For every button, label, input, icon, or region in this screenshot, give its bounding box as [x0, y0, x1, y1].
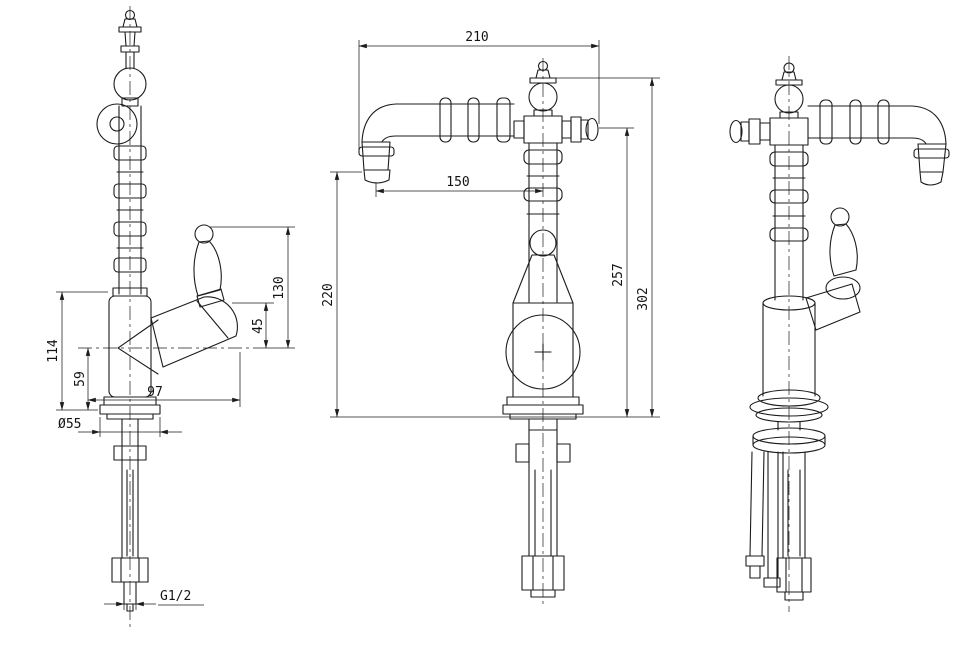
dim-label-45: 45 [251, 318, 266, 334]
side-dim-97: 97 [87, 352, 241, 407]
dim-label-257: 257 [611, 263, 626, 286]
side-dim-45: 45 [232, 302, 274, 349]
front-body [502, 302, 584, 420]
dim-label-150: 150 [446, 175, 469, 190]
perspective-column [769, 144, 809, 301]
front-finial [528, 60, 558, 117]
side-dim-thread: G1/2 [104, 588, 204, 610]
front-dim-210: 210 [358, 30, 600, 150]
front-dim-302: 302 [552, 77, 660, 418]
dim-label-114: 114 [46, 339, 61, 363]
side-body [108, 287, 159, 398]
perspective-handle [805, 207, 861, 331]
dim-label-130: 130 [272, 276, 287, 299]
view-perspective [729, 56, 950, 612]
view-front: 210 150 220 257 302 [321, 30, 660, 604]
side-dim-130: 130 [210, 226, 295, 349]
dim-label-210: 210 [465, 30, 488, 45]
side-finial [113, 9, 147, 107]
front-shank [515, 418, 571, 598]
perspective-mount [752, 421, 826, 454]
side-handle [150, 224, 238, 368]
side-dim-55: Ø55 [58, 417, 182, 437]
side-dim-59: 59 [73, 347, 91, 411]
dim-label-220: 220 [321, 283, 336, 306]
view-side: 114 59 130 45 97 Ø55 [46, 6, 295, 628]
dim-label-55: Ø55 [58, 417, 81, 432]
perspective-shank-hoses [745, 451, 812, 601]
front-dim-150: 150 [375, 175, 544, 197]
front-dim-220: 220 [321, 171, 660, 418]
side-dim-114: 114 [46, 291, 108, 411]
perspective-cross-hub [729, 117, 809, 146]
front-spout [358, 97, 515, 184]
dim-label-97: 97 [147, 385, 163, 400]
dim-label-59: 59 [73, 371, 88, 387]
side-spout-joint [96, 103, 138, 145]
dim-label-thread: G1/2 [160, 589, 191, 604]
perspective-spout [807, 99, 950, 186]
side-shank [111, 418, 149, 612]
dim-label-302: 302 [636, 287, 651, 310]
front-cross-hub [513, 115, 599, 144]
side-column [113, 105, 147, 295]
front-dim-257: 257 [599, 127, 634, 418]
perspective-body [749, 295, 829, 423]
side-centerlines [78, 6, 254, 628]
